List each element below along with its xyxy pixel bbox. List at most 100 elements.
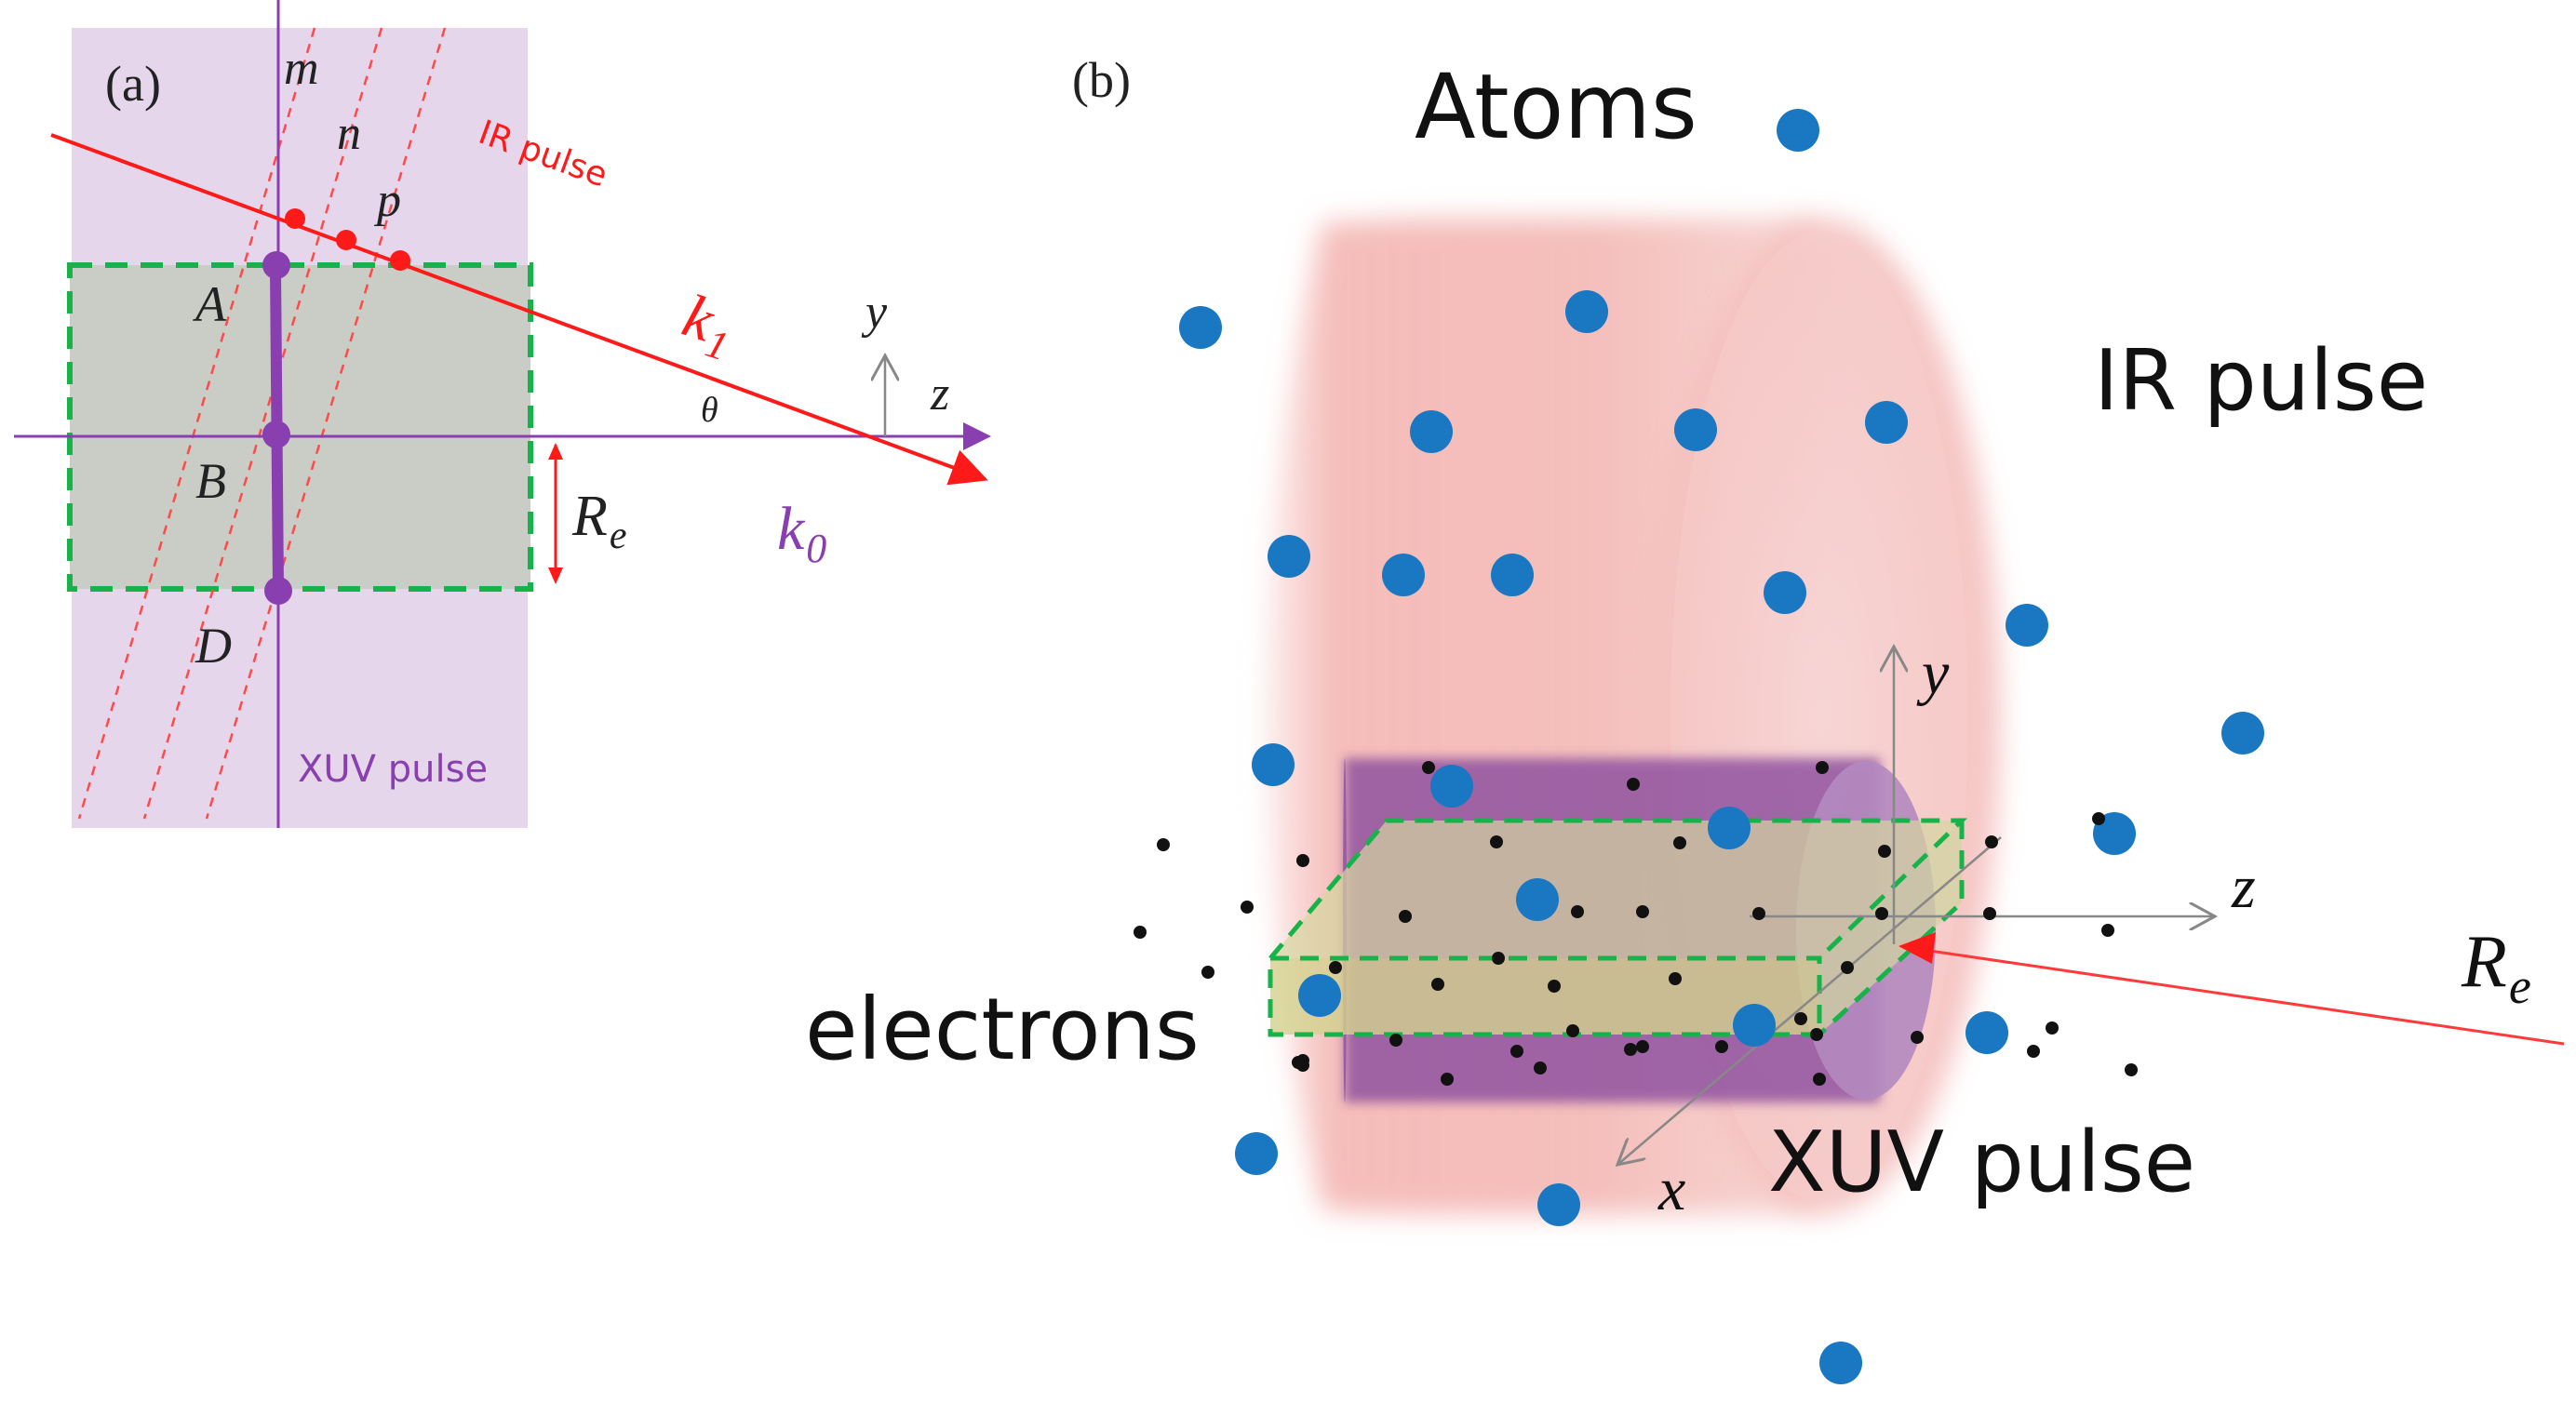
atom-dot <box>1179 306 1222 349</box>
ir-pulse-label-b: IR pulse <box>2094 332 2428 430</box>
point-b-marker <box>262 421 290 448</box>
electron-dot <box>1810 1028 1823 1041</box>
electron-dot <box>1441 1073 1454 1086</box>
phase-line-m <box>77 27 316 820</box>
atom-dot <box>1819 1342 1862 1384</box>
k1-ray <box>50 133 988 486</box>
electron-box <box>1268 818 1968 1037</box>
re-arrow-b <box>1916 947 2565 1046</box>
intersection-p <box>390 250 410 271</box>
electron-dot <box>1875 907 1888 920</box>
electron-dot <box>1627 778 1640 791</box>
electron-dot <box>1673 836 1686 849</box>
axis-x-line <box>1617 836 2002 1165</box>
electron-dot <box>1813 1073 1826 1086</box>
electron-dot <box>1329 961 1342 974</box>
electron-dot <box>1296 1059 1309 1072</box>
electron-dot <box>1816 761 1829 774</box>
electron-dot <box>1201 966 1214 979</box>
atom-dot <box>1966 1011 2008 1054</box>
electron-dot <box>1571 905 1584 918</box>
atom-dot <box>1298 974 1341 1017</box>
intersection-m <box>285 208 305 229</box>
atom-dot <box>1764 571 1806 614</box>
atom-dot <box>2093 812 2136 855</box>
k1-label: k1 <box>673 282 744 369</box>
electron-dot <box>2101 924 2114 937</box>
atom-dot <box>1491 554 1534 596</box>
atom-dot <box>1235 1132 1278 1175</box>
axes-3d <box>1617 647 2215 1165</box>
atom-dot <box>2006 604 2048 647</box>
electron-dot <box>1134 926 1147 939</box>
electron-dot <box>1752 907 1765 920</box>
k0-label: k0 <box>777 495 826 571</box>
electron-dot <box>1431 978 1444 991</box>
electron-dot <box>1296 854 1309 867</box>
point-d-label: D <box>195 618 232 674</box>
electron-dot <box>1636 905 1649 918</box>
electron-dot <box>1715 1040 1728 1053</box>
theta-label: θ <box>701 391 718 430</box>
electron-dot <box>1794 1012 1807 1025</box>
re-arrow-a-head-top <box>548 443 563 460</box>
electrons-group <box>1134 761 2138 1086</box>
small-z-label: z <box>930 367 949 421</box>
atoms-label: Atoms <box>1415 55 1697 159</box>
atom-dot <box>1565 290 1608 333</box>
electron-region <box>67 262 533 592</box>
electron-dot <box>1534 1062 1547 1075</box>
panel-a-label: (a) <box>105 56 161 112</box>
re-label-b: Re <box>2461 921 2531 1014</box>
atom-dot <box>1516 878 1559 921</box>
electron-dot <box>2046 1021 2059 1035</box>
electron-dot <box>1492 952 1505 965</box>
electron-dot <box>2125 1063 2138 1076</box>
atom-dot <box>1777 109 1819 152</box>
electron-dot <box>1389 1034 1402 1047</box>
phase-line-n <box>142 27 383 820</box>
electron-dot <box>1669 972 1682 985</box>
electron-dot <box>1985 835 1998 848</box>
electron-dot <box>1490 835 1503 848</box>
atom-dot <box>1430 765 1473 808</box>
atom-dot <box>2221 712 2264 754</box>
xuv-pulse-label-b: XUV pulse <box>1768 1114 2195 1211</box>
electron-dot <box>1241 901 1254 914</box>
panel-b-label: (b) <box>1072 52 1131 108</box>
axis-z-label-b: z <box>2231 853 2256 921</box>
re-arrow-b-head <box>1898 932 1936 964</box>
atom-dot <box>1865 401 1908 444</box>
line-label-n: n <box>337 107 361 160</box>
atom-dot <box>1252 743 1295 786</box>
atom-dot <box>1382 554 1425 596</box>
electron-dot <box>1566 1024 1579 1037</box>
point-a-label: A <box>193 276 227 332</box>
point-d-marker <box>264 577 292 605</box>
electron-dot <box>1422 761 1435 774</box>
electron-dot <box>1399 910 1412 923</box>
xuv-pulse-label-a: XUV pulse <box>298 748 488 791</box>
electron-dot <box>1636 1040 1649 1053</box>
electron-dot <box>1157 838 1170 851</box>
re-label-a: Re <box>571 485 627 557</box>
atom-dot <box>1674 408 1717 451</box>
point-b-label: B <box>195 453 226 509</box>
phase-lines <box>77 27 447 820</box>
electron-dot <box>1510 1045 1523 1058</box>
panel-a: (a) m n p IR pulse A B D k1 k0 θ y z Re … <box>14 0 991 828</box>
axis-y-label-b: y <box>1916 639 1950 707</box>
electron-dot <box>1548 980 1561 993</box>
electron-dot <box>2027 1045 2040 1058</box>
axis-x-label-b: x <box>1657 1155 1685 1223</box>
electron-dot <box>1983 907 1996 920</box>
atom-dot <box>1537 1183 1580 1226</box>
re-arrow-a-head-bottom <box>548 567 563 584</box>
panel-b: (b) <box>805 52 2565 1384</box>
electron-dot <box>1878 845 1891 858</box>
line-label-m: m <box>284 42 319 95</box>
electron-dot <box>1624 1043 1637 1056</box>
electron-dot <box>2092 812 2105 825</box>
small-y-label: y <box>861 286 888 339</box>
